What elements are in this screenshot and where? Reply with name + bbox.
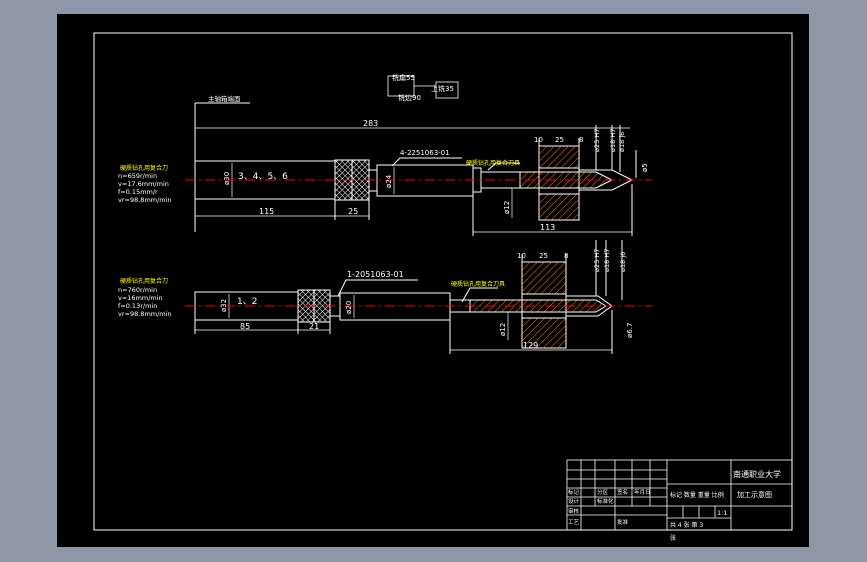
top-params-title: 硬质钻孔用复合刀 bbox=[120, 164, 168, 172]
top-ref-note: 主轴箱端面 bbox=[208, 94, 241, 103]
school-name: 南通职业大学 bbox=[733, 469, 781, 479]
bottom-cut-note: 硬质钻孔用复合刀具 bbox=[451, 280, 505, 288]
row-process: 工艺 bbox=[568, 519, 580, 526]
bottom-dia-body: ø32 bbox=[220, 299, 228, 312]
bottom-station-label: 1、2 bbox=[237, 297, 257, 307]
top-dia-a: ø25 H7 bbox=[593, 129, 601, 152]
top-dim-right: 113 bbox=[540, 223, 555, 232]
top-tool-assembly bbox=[194, 102, 637, 236]
header-label-c: 铣边90 bbox=[398, 93, 421, 102]
bottom-tool-assembly bbox=[194, 240, 623, 354]
row-mark: 标记 bbox=[568, 488, 580, 496]
bottom-tool-code: 1-2051063-01 bbox=[347, 270, 404, 279]
top-param-4: vr=98.8mm/min bbox=[118, 196, 172, 204]
title-block-text: 南通职业大学 加工示意图 标记 数量 重量 比例 1:1 共 4 张 第 3 标… bbox=[568, 469, 781, 542]
top-cut-note: 硬质钻孔用复合刀具 bbox=[466, 159, 520, 167]
top-dia-body: ø30 bbox=[223, 172, 231, 185]
header-label-b: 上铣35 bbox=[431, 84, 454, 93]
row-design: 设计 bbox=[568, 497, 580, 505]
bottom-dim-25: 25 bbox=[539, 252, 548, 260]
top-dia-c: ø18 j6 bbox=[618, 132, 626, 152]
top-param-3: f=0.15mm/r bbox=[118, 188, 158, 196]
top-dia-b: ø18 H7 bbox=[609, 129, 617, 152]
header-label-a: 铣扁55 bbox=[392, 73, 415, 82]
row-sign: 签名 bbox=[617, 488, 628, 496]
drawing-frame bbox=[93, 32, 793, 531]
bottom-params-title: 硬质钻孔用复合刀 bbox=[120, 277, 168, 285]
top-station-label: 3、4、5、6 bbox=[238, 172, 288, 182]
bottom-dim-10: 10 bbox=[517, 252, 526, 260]
bottom-word: 张 bbox=[670, 534, 676, 542]
bottom-dim-21: 21 bbox=[309, 322, 319, 331]
bottom-param-3: f=0.13r/min bbox=[118, 302, 157, 310]
title-sheets: 共 4 张 第 3 bbox=[670, 521, 703, 529]
title-marks: 标记 数量 重量 比例 bbox=[670, 491, 724, 499]
top-view-labels: 主轴箱端面 283 4-2251063-01 3、4、5、6 115 25 ø3… bbox=[118, 94, 649, 232]
top-dia-shank: ø24 bbox=[385, 174, 393, 188]
top-dia-tip: ø5 bbox=[641, 163, 649, 172]
bottom-dia-c: ø18 j6 bbox=[619, 252, 627, 272]
drawing-sheet bbox=[57, 14, 809, 547]
bottom-dia-a: ø25 H7 bbox=[593, 249, 601, 272]
title-scale: 1:1 bbox=[717, 509, 727, 517]
top-dim-left-long: 115 bbox=[259, 207, 274, 216]
bottom-param-4: vr=98.8mm/min bbox=[118, 310, 172, 318]
bottom-dim-8: 8 bbox=[564, 252, 568, 260]
top-dim-left-short: 25 bbox=[348, 207, 358, 216]
top-dim-25: 25 bbox=[555, 136, 564, 144]
bottom-view-labels: 1-2051063-01 1、2 85 21 ø32 ø20 ø12 129 1… bbox=[118, 249, 634, 350]
bottom-dim-85: 85 bbox=[240, 322, 250, 331]
row-audit: 审核 bbox=[568, 507, 580, 515]
row-date: 年月日 bbox=[634, 488, 651, 496]
bottom-dim-129: 129 bbox=[523, 341, 538, 350]
row-zone: 分区 bbox=[597, 488, 609, 496]
bottom-param-2: v=16mm/min bbox=[118, 294, 163, 302]
top-param-1: n=659r/min bbox=[118, 172, 157, 180]
header-labels: 铣扁55 上铣35 铣边90 bbox=[387, 73, 459, 102]
bottom-dia-shank: ø20 bbox=[345, 301, 353, 314]
bottom-dia-b: ø18 H7 bbox=[603, 249, 611, 272]
bottom-dia-small: ø12 bbox=[499, 323, 507, 336]
top-param-2: v=17.6mm/min bbox=[118, 180, 169, 188]
row-approve: 批准 bbox=[617, 518, 629, 526]
bottom-dia-tip: ø6.7 bbox=[626, 323, 634, 338]
title-block bbox=[566, 459, 793, 531]
row-extra: 标准化 bbox=[597, 497, 614, 505]
bottom-param-1: n=760r/min bbox=[118, 286, 157, 294]
top-tool-code: 4-2251063-01 bbox=[400, 149, 450, 157]
drawing-name: 加工示意图 bbox=[737, 490, 772, 499]
top-dia-small: ø12 bbox=[503, 201, 511, 214]
top-dim-10: 10 bbox=[534, 136, 543, 144]
top-dim-8: 8 bbox=[579, 136, 583, 144]
top-total-length: 283 bbox=[363, 119, 378, 128]
